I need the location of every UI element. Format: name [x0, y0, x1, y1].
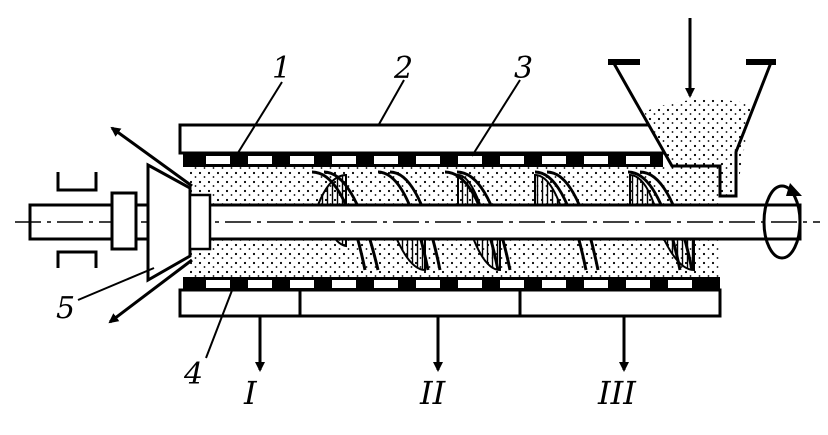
screen-slot: [584, 156, 608, 164]
screen-slot: [542, 156, 566, 164]
screen-slots-top: [206, 156, 650, 164]
screen-slots-bottom: [206, 280, 692, 288]
flight-2: [377, 170, 430, 271]
label-part-4: 4: [183, 357, 203, 392]
screen-slot: [332, 280, 356, 288]
screen-slot: [332, 156, 356, 164]
flight-4b: [546, 170, 600, 271]
label-part-5: 5: [56, 291, 75, 326]
outer-casing: [178, 123, 722, 155]
leader-3: [471, 79, 521, 157]
screen-slot: [416, 156, 440, 164]
discharge-cone: [146, 162, 192, 283]
screen-slot: [416, 280, 440, 288]
discharge-arrow-top: [110, 126, 193, 188]
flight-3: [444, 170, 500, 271]
lower-casing-section-1: [178, 288, 302, 318]
discharge-arrow-bottom: [108, 258, 193, 324]
leader-1: [235, 81, 283, 157]
hopper-material: [644, 99, 752, 196]
screen-slot: [248, 280, 272, 288]
leader-2: [377, 79, 405, 127]
screen-slot: [206, 156, 230, 164]
cone-neck: [188, 193, 212, 251]
screen-slot: [500, 280, 524, 288]
screen-slot: [500, 156, 524, 164]
label-outlet-3: III: [597, 374, 637, 412]
leader-4: [205, 279, 237, 359]
flight-2b: [389, 170, 442, 271]
flight-5: [627, 170, 682, 271]
lower-casing-section-3: [518, 288, 722, 318]
screen-slot: [290, 156, 314, 164]
bearing-bracket-top: [56, 172, 98, 192]
screen-slot: [374, 280, 398, 288]
screen-slot: [206, 280, 230, 288]
flight-3b: [456, 170, 512, 271]
label-part-2: 2: [393, 51, 413, 86]
leader-5: [77, 267, 155, 301]
rotation-indicator: [762, 184, 802, 260]
flight-5b: [639, 170, 694, 271]
bearing-bracket-bottom: [56, 250, 98, 268]
label-outlet-2: II: [419, 374, 447, 412]
rotation-arrowhead: [786, 183, 802, 196]
screen-slot: [542, 280, 566, 288]
screen-slot: [290, 280, 314, 288]
screen-slot: [458, 280, 482, 288]
screen-slot: [626, 280, 650, 288]
label-outlet-1: I: [243, 374, 258, 412]
screen-slot: [668, 280, 692, 288]
label-part-3: 3: [514, 51, 533, 86]
flight-4: [534, 170, 588, 271]
flight-1: [311, 170, 367, 271]
screen-slot: [626, 156, 650, 164]
flight-1b: [323, 170, 380, 271]
lower-casing-section-2: [298, 288, 522, 318]
screen-slot: [248, 156, 272, 164]
label-part-1: 1: [272, 51, 291, 86]
screen-slot: [374, 156, 398, 164]
screen-slot: [584, 280, 608, 288]
coupling: [110, 191, 138, 251]
screen-slot: [458, 156, 482, 164]
